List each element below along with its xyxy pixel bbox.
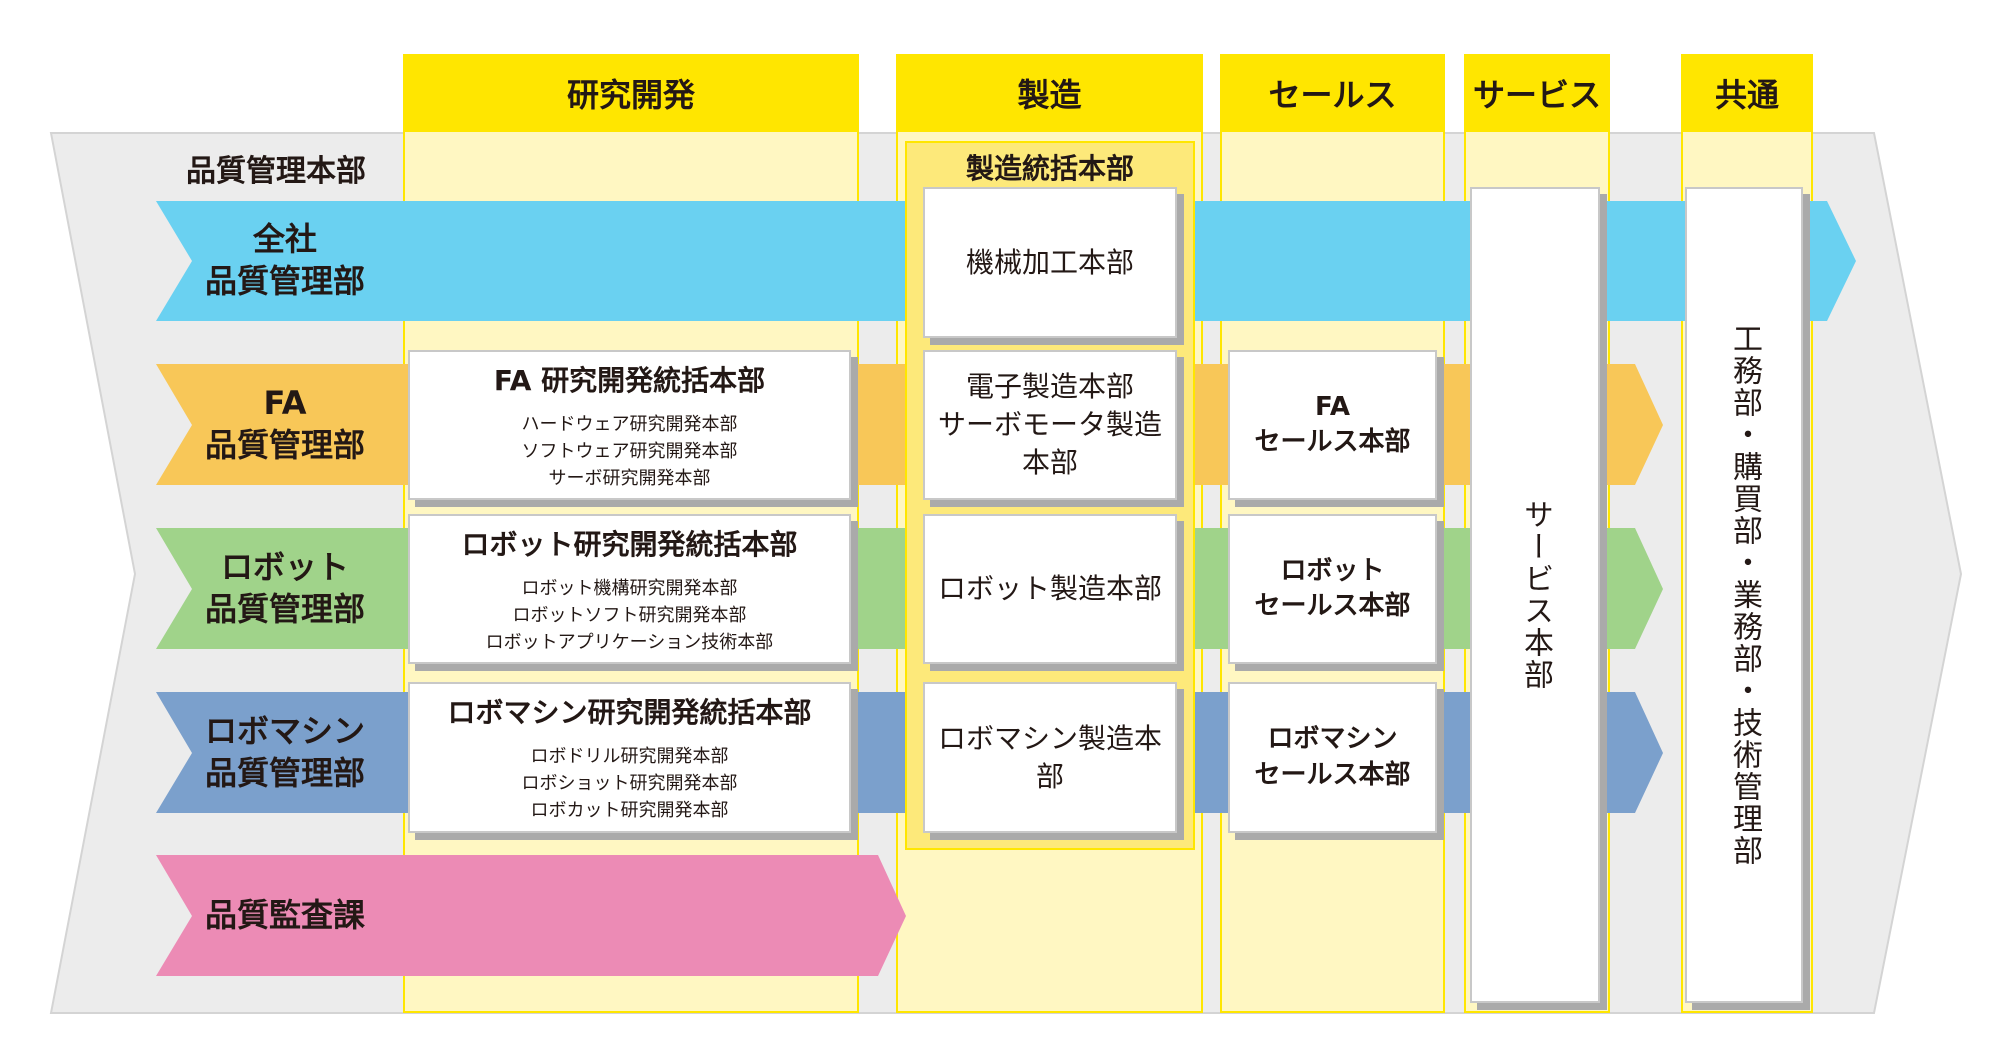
column-header-rd: 研究開発	[403, 54, 859, 132]
row-label-all-company: 全社品質管理部	[204, 220, 365, 300]
rd-card-robomachine: ロボマシン研究開発統括本部ロボドリル研究開発本部ロボショット研究開発本部ロボカッ…	[408, 682, 851, 833]
common-card: 工務部・購買部・業務部・技術管理部	[1685, 187, 1803, 1003]
column-header-mfg: 製造	[896, 54, 1203, 132]
row-label-robot: ロボット品質管理部	[204, 547, 365, 628]
arrow-audit	[156, 855, 906, 976]
sales-card-robomachine: ロボマシンセールス本部	[1228, 682, 1437, 833]
mfg-card-robot: ロボット製造本部	[923, 514, 1177, 664]
mfg-card-electronics: 電子製造本部サーボモータ製造本部	[923, 350, 1177, 500]
mfg-card-machining: 機械加工本部	[923, 187, 1177, 338]
service-card: サービス本部	[1470, 187, 1600, 1003]
sales-card-robot: ロボットセールス本部	[1228, 514, 1437, 664]
mfg-group-title: 製造統括本部	[965, 152, 1134, 185]
column-header-service: サービス	[1464, 54, 1610, 132]
row-label-robomachine: ロボマシン品質管理部	[204, 711, 365, 792]
column-header-sales: セールス	[1220, 54, 1445, 132]
column-header-common: 共通	[1681, 54, 1813, 132]
rd-card-robot: ロボット研究開発統括本部ロボット機構研究開発本部ロボットソフト研究開発本部ロボッ…	[408, 514, 851, 664]
hq-label: 品質管理本部	[186, 154, 366, 189]
rd-card-fa: FA 研究開発統括本部ハードウェア研究開発本部ソフトウェア研究開発本部サーボ研究…	[408, 350, 851, 500]
row-label-audit: 品質監査課	[204, 895, 365, 934]
mfg-card-robomachine: ロボマシン製造本部	[923, 682, 1177, 833]
